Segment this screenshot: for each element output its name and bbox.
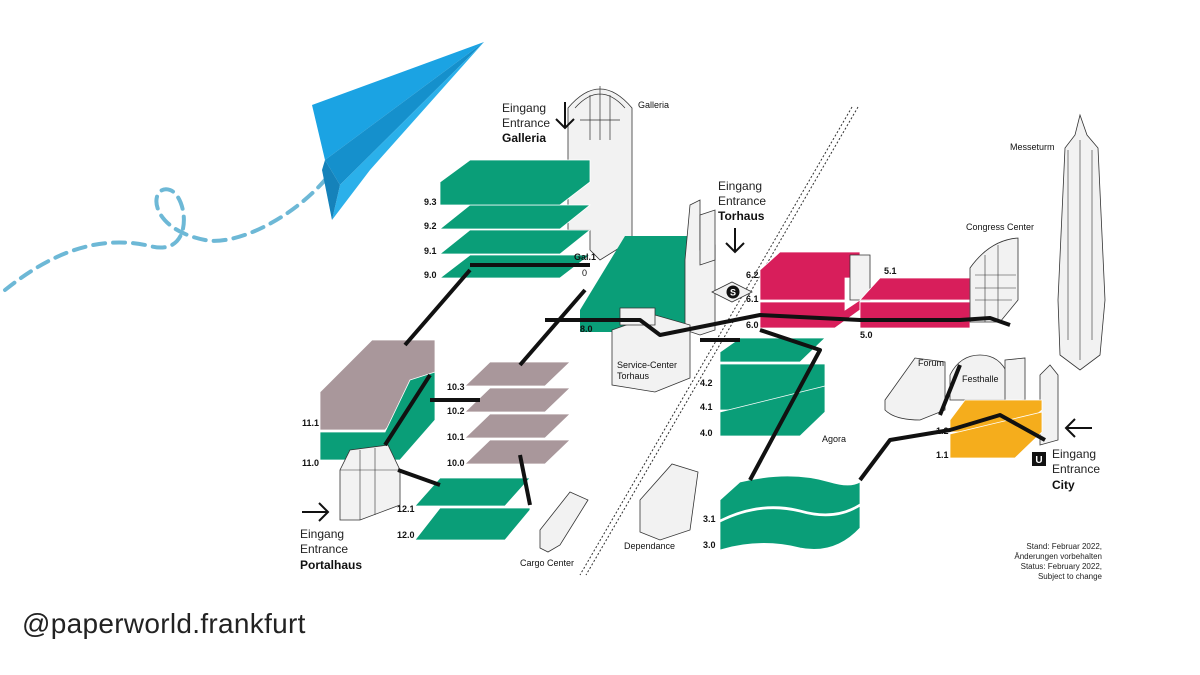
forum-label: Forum	[918, 358, 944, 368]
cargo-center-label: Cargo Center	[520, 558, 574, 568]
hall-3-block: Agora 3.1 3.0	[703, 434, 861, 551]
hall-1-1-label: 1.1	[936, 450, 949, 460]
hall-10-stack: 10.3 10.2 10.1 10.0	[447, 361, 571, 468]
hall-9-2-label: 9.2	[424, 221, 437, 231]
service-torhaus-label: Torhaus	[617, 371, 650, 381]
hall-4-1-label: 4.1	[700, 402, 713, 412]
paper-plane-icon	[3, 42, 484, 292]
hall-10-3-label: 10.3	[447, 382, 465, 392]
entrance-torhaus[interactable]: Eingang Entrance Torhaus	[718, 179, 766, 254]
forum-festhalle-buildings: Forum Festhalle	[884, 354, 1059, 446]
hall-6-2-label: 6.2	[746, 270, 759, 280]
hall-5-1-label: 5.1	[884, 266, 897, 276]
hall-12-0-label: 12.0	[397, 530, 415, 540]
entrance-city-de: Eingang	[1052, 447, 1096, 461]
hall-9-3-label: 9.3	[424, 197, 437, 207]
hall-8: 8.0	[580, 236, 695, 334]
arrow-down-icon	[725, 228, 745, 254]
hall-4-2-label: 4.2	[700, 378, 713, 388]
entrance-city[interactable]: Eingang Entrance City	[1052, 418, 1100, 492]
galleria-label: Galleria	[638, 100, 669, 110]
arrow-left-icon	[1064, 418, 1092, 438]
svg-text:Status: February 2022,: Status: February 2022,	[1021, 562, 1102, 571]
entrance-galleria-name: Galleria	[502, 131, 546, 145]
hall-11-1-label: 11.1	[302, 418, 319, 428]
hall-10-1-label: 10.1	[447, 432, 465, 442]
arrow-down-icon	[555, 102, 575, 130]
hall-9-1-label: 9.1	[424, 246, 437, 256]
messeturm-building: Messeturm	[1010, 113, 1106, 371]
galleria-building: Galleria	[567, 86, 669, 261]
hall-3-0-label: 3.0	[703, 540, 716, 550]
hall-12-1-label: 12.1	[397, 504, 415, 514]
entrance-city-name: City	[1052, 478, 1075, 492]
cargo-dependance-buildings: Cargo Center Dependance	[520, 463, 699, 568]
congress-center-building: Congress Center	[966, 222, 1034, 323]
hall-3-1-label: 3.1	[703, 514, 716, 524]
arrow-right-icon	[302, 502, 330, 522]
hall-6-0-label: 6.0	[746, 320, 759, 330]
svg-text:Änderungen vorbehalten: Änderungen vorbehalten	[1014, 552, 1102, 561]
hall-11-0-label: 11.0	[302, 458, 319, 468]
hall-9-stack: 9.3 9.2 9.1 9.0 Gal.1 0	[424, 159, 596, 280]
service-center-label: Service-Center	[617, 360, 677, 370]
entrance-torhaus-name: Torhaus	[718, 209, 765, 223]
hall-10-0-label: 10.0	[447, 458, 465, 468]
entrance-galleria-de: Eingang	[502, 101, 546, 115]
hall-4-stack: 4.2 4.1 4.0	[700, 337, 826, 438]
hall-5-0-label: 5.0	[860, 330, 873, 340]
entrance-torhaus-en: Entrance	[718, 194, 766, 208]
s-bahn-icon: S	[711, 281, 753, 303]
svg-text:S: S	[730, 288, 736, 298]
hall-8-0-label: 8.0	[580, 324, 593, 334]
hall-10-2-label: 10.2	[447, 406, 465, 416]
entrance-galleria[interactable]: Eingang Entrance Galleria	[502, 101, 575, 145]
entrance-galleria-en: Entrance	[502, 116, 550, 130]
entrance-portalhaus-de: Eingang	[300, 527, 344, 541]
hall-4-0-label: 4.0	[700, 428, 713, 438]
svg-text:U: U	[1035, 455, 1042, 466]
entrance-portalhaus-en: Entrance	[300, 542, 348, 556]
festhalle-label: Festhalle	[962, 374, 999, 384]
social-handle: @paperworld.frankfurt	[22, 608, 306, 639]
congress-center-label: Congress Center	[966, 222, 1034, 232]
dependance-label: Dependance	[624, 541, 675, 551]
walkway-routes	[383, 263, 1046, 506]
level-0-label: 0	[582, 268, 587, 278]
hall-6-5-block: 6.2 6.1 6.0 5.1 5.0	[746, 251, 971, 340]
hall-11-stack: 11.1 11.0	[302, 339, 436, 468]
hall-12-stack: 12.1 12.0	[397, 477, 531, 541]
entrance-city-en: Entrance	[1052, 462, 1100, 476]
entrance-torhaus-de: Eingang	[718, 179, 762, 193]
svg-text:Subject to change: Subject to change	[1038, 572, 1103, 581]
agora-label: Agora	[822, 434, 846, 444]
entrance-portalhaus[interactable]: Eingang Entrance Portalhaus	[300, 502, 362, 572]
messeturm-label: Messeturm	[1010, 142, 1055, 152]
gallery-1-label: Gal.1	[574, 252, 596, 262]
entrance-portalhaus-name: Portalhaus	[300, 558, 362, 572]
portalhaus-building	[339, 444, 401, 521]
status-note: Stand: Februar 2022, Änderungen vorbehal…	[1014, 542, 1102, 581]
hall-6-1-label: 6.1	[746, 294, 759, 304]
svg-text:Stand: Februar 2022,: Stand: Februar 2022,	[1026, 542, 1102, 551]
hall-9-0-label: 9.0	[424, 270, 437, 280]
u-bahn-icon: U	[1032, 452, 1046, 466]
